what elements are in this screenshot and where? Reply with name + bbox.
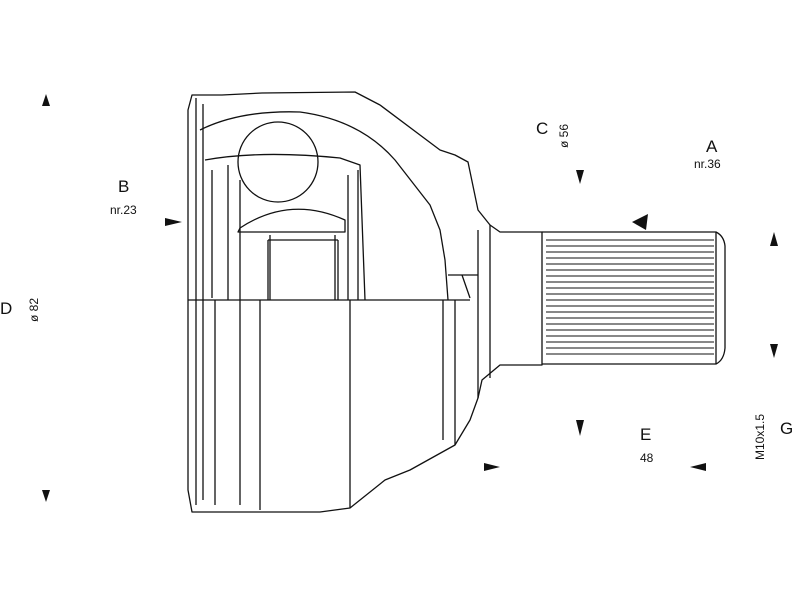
label-b-letter: B (118, 177, 130, 196)
bell-contour (199, 111, 449, 301)
arrow-d-top (42, 94, 50, 106)
inner-race-bore (267, 239, 339, 300)
label-e-value: 48 (640, 451, 654, 465)
spline-teeth (546, 239, 714, 355)
label-b-value: nr.23 (110, 203, 137, 217)
arrow-g-top (770, 232, 778, 246)
ball (237, 121, 319, 203)
label-e-letter: E (640, 425, 652, 444)
dimension-arrows (42, 94, 778, 502)
arrow-c (576, 170, 584, 184)
label-d-letter: D (0, 299, 13, 318)
inner-race (237, 208, 346, 233)
housing-rim (195, 98, 204, 505)
spline-shaft (542, 231, 726, 365)
label-a-letter: A (706, 137, 718, 156)
cage-band-top (204, 153, 366, 301)
label-g-letter: G (780, 419, 794, 438)
arrow-a (632, 214, 648, 230)
arrow-d-bottom (42, 490, 50, 502)
label-c-letter: C (536, 119, 549, 138)
cage-band-inner (211, 165, 359, 300)
arrow-e-top (576, 420, 584, 436)
arrow-b (165, 218, 182, 226)
body-section-lines (188, 274, 478, 510)
label-g-value: M10x1.5 (753, 413, 767, 460)
housing-outline (187, 91, 543, 513)
label-c-value: ø 56 (557, 123, 571, 148)
arrow-e-right (690, 463, 706, 471)
label-d-value: ø 82 (27, 297, 41, 322)
label-a-value: nr.36 (694, 157, 721, 171)
arrow-g-bottom (770, 344, 778, 358)
shaft-neck (477, 225, 491, 398)
arrow-e-left (484, 463, 500, 471)
